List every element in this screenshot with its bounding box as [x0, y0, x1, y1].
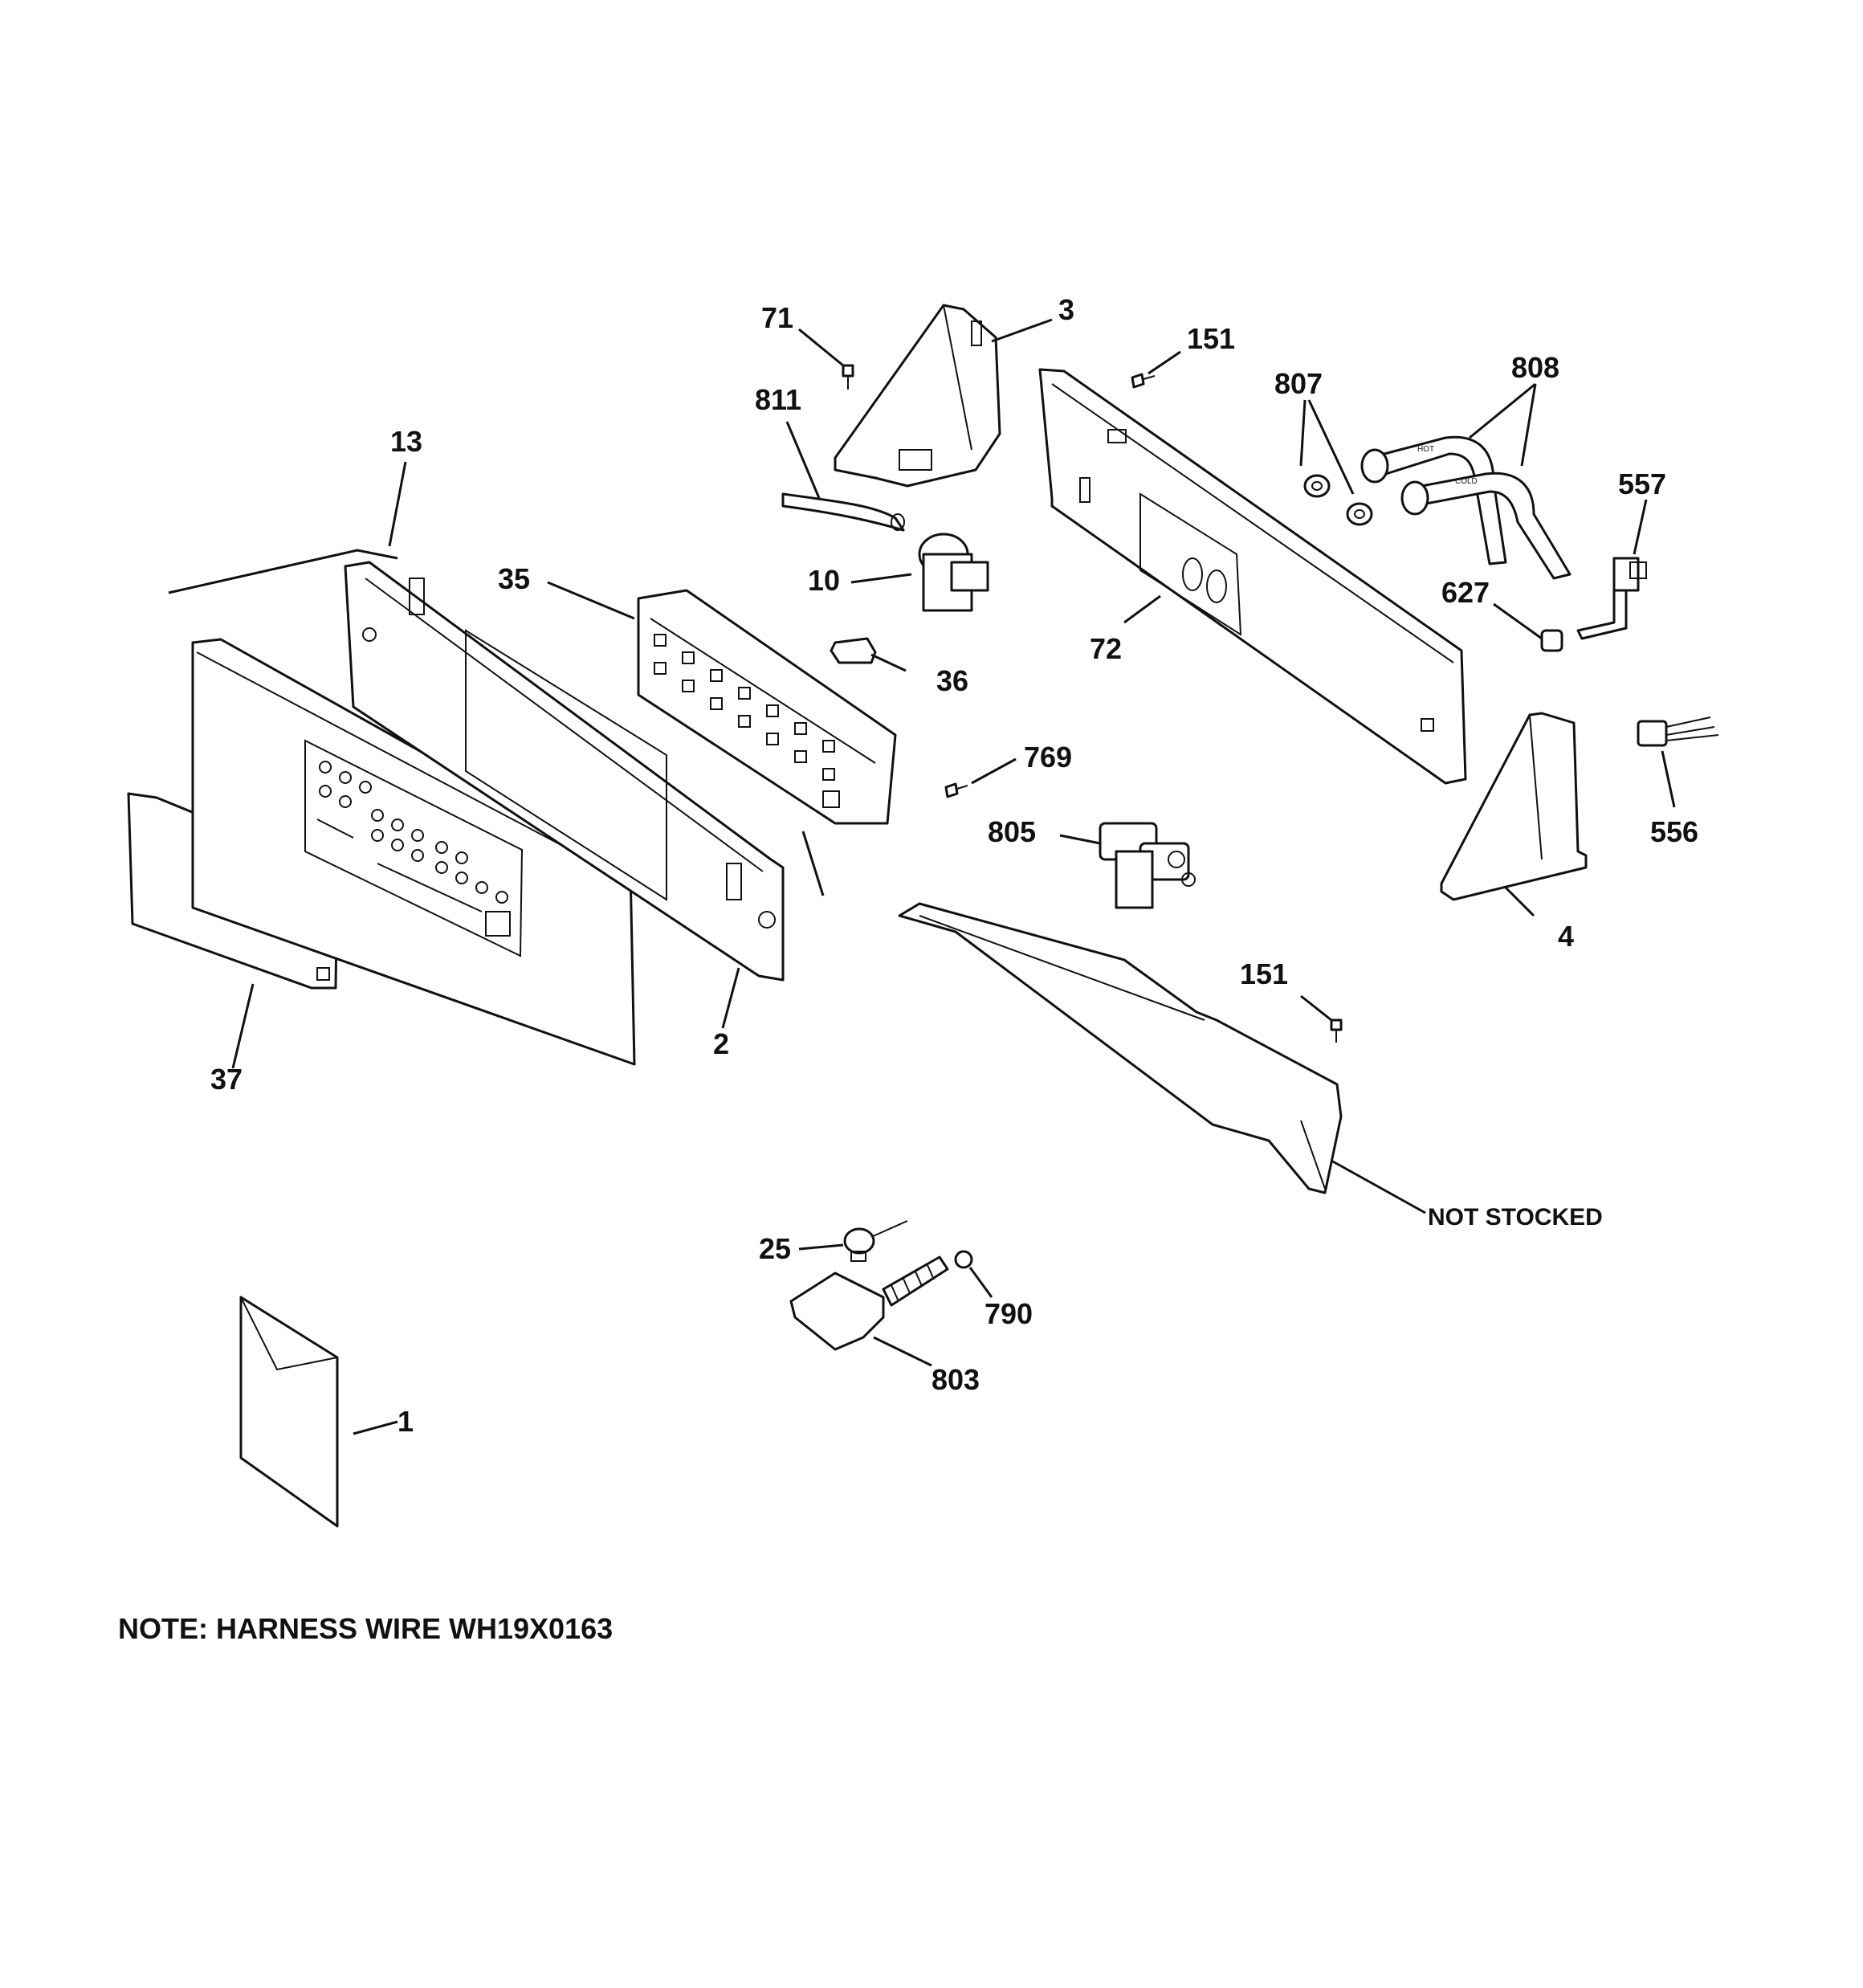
callout-807: 807: [1274, 367, 1323, 400]
part-72-backsplash: [1038, 368, 1467, 785]
part-1-literature-envelope: [239, 1296, 339, 1528]
callout-36: 36: [936, 664, 968, 697]
callout-13: 13: [390, 425, 422, 458]
callout-790: 790: [984, 1297, 1033, 1330]
callout-557: 557: [1618, 467, 1666, 500]
part-803-dispenser-assembly: [789, 1255, 949, 1351]
control-panel-frame: [344, 561, 785, 982]
callout-151-bottom: 151: [1240, 957, 1288, 990]
control-panel-front: [191, 638, 636, 1066]
part-627-grommet: [1540, 629, 1563, 652]
part-3-end-bracket: [834, 304, 1001, 488]
part-769-screw: [944, 782, 968, 798]
callout-803: 803: [932, 1363, 980, 1396]
part-151-screw-top: [1131, 373, 1156, 389]
callout-25: 25: [759, 1232, 791, 1265]
callout-not-stocked: NOT STOCKED: [1428, 1204, 1603, 1231]
callout-151-top: 151: [1187, 322, 1235, 355]
callout-4: 4: [1558, 920, 1574, 953]
callout-811: 811: [755, 383, 801, 416]
leader-lines: [168, 318, 1676, 1435]
part-808-inlet-hoses: HOT COLD: [1360, 435, 1572, 580]
callout-627: 627: [1441, 576, 1490, 609]
hose-label-hot: HOT: [1417, 445, 1434, 454]
callout-72: 72: [1090, 632, 1122, 665]
part-35-switch-holder: [637, 589, 897, 825]
part-556-connector: [1637, 716, 1719, 747]
part-25-knob: [843, 1220, 908, 1262]
callouts: 71 3 151 807 808 811 557 13 35 10 627 72…: [210, 293, 1698, 1438]
part-151-screw-bottom: [1330, 1018, 1343, 1043]
callout-1: 1: [397, 1405, 414, 1438]
callout-769: 769: [1024, 741, 1072, 774]
support-rail-not-stocked: [898, 902, 1343, 1194]
part-71-screw: [842, 364, 854, 390]
callout-808: 808: [1511, 351, 1559, 384]
part-557-plug: [1576, 557, 1647, 640]
screws: [842, 364, 1343, 1269]
callout-805: 805: [988, 815, 1036, 848]
harness-wire-note: NOTE: HARNESS WIRE WH19X0163: [118, 1612, 613, 1645]
part-805-water-valve: [1099, 822, 1196, 909]
part-790-clip: [954, 1250, 973, 1269]
callout-10: 10: [808, 564, 840, 597]
hose-label-cold: COLD: [1455, 477, 1478, 486]
callout-556: 556: [1650, 815, 1698, 848]
callout-3: 3: [1058, 293, 1074, 326]
part-10-pressure-switch: [918, 533, 989, 612]
callout-2: 2: [713, 1027, 729, 1060]
callout-71: 71: [761, 301, 793, 334]
callout-37: 37: [210, 1063, 243, 1096]
part-807-washers: [1303, 474, 1373, 526]
part-4-end-bracket: [1440, 712, 1588, 901]
callout-35: 35: [498, 562, 530, 595]
part-36-clip: [830, 637, 877, 664]
part-811-hose: [781, 492, 905, 532]
